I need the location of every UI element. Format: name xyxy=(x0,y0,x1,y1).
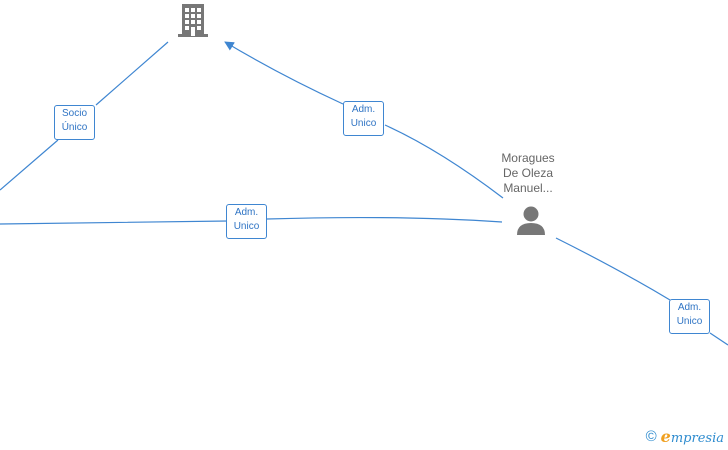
edge-adm-unico-company xyxy=(225,42,504,199)
edge-label-adm-unico-right[interactable]: Adm. Unico xyxy=(669,299,710,334)
person-node[interactable] xyxy=(515,204,547,236)
edge-label-line: Socio xyxy=(61,108,87,119)
person-name-line-1: Moragues xyxy=(501,151,555,165)
copyright-icon: © xyxy=(645,428,657,445)
brand-initial: e xyxy=(660,427,671,446)
edge-label-line: Adm. xyxy=(234,207,259,218)
edge-adm-unico-right xyxy=(555,237,728,346)
edge-label-adm-unico-company[interactable]: Adm. Unico xyxy=(343,101,384,136)
company-node[interactable] xyxy=(176,2,210,38)
brand-watermark: © empresia xyxy=(646,427,724,446)
building-icon xyxy=(178,4,208,37)
edge-label-line: Unico xyxy=(350,118,377,129)
person-name: Moragues De Oleza Manuel... xyxy=(478,151,578,196)
brand-logo: empresia xyxy=(661,427,724,446)
edge-label-socio-unico[interactable]: Socio Único xyxy=(54,105,95,140)
edge-label-line: Unico xyxy=(676,316,703,327)
edge-socio-unico xyxy=(0,41,169,191)
edge-adm-unico-left xyxy=(0,216,503,225)
edge-label-adm-unico-left[interactable]: Adm. Unico xyxy=(226,204,267,239)
person-name-line-3: Manuel... xyxy=(503,181,553,195)
person-icon xyxy=(517,206,545,235)
brand-name: mpresia xyxy=(670,431,724,446)
edge-label-line: Adm. xyxy=(677,302,702,313)
edge-label-line: Adm. xyxy=(351,104,376,115)
edge-label-line: Único xyxy=(61,122,88,133)
person-name-line-2: De Oleza xyxy=(502,166,554,180)
edge-label-line: Unico xyxy=(233,221,260,232)
